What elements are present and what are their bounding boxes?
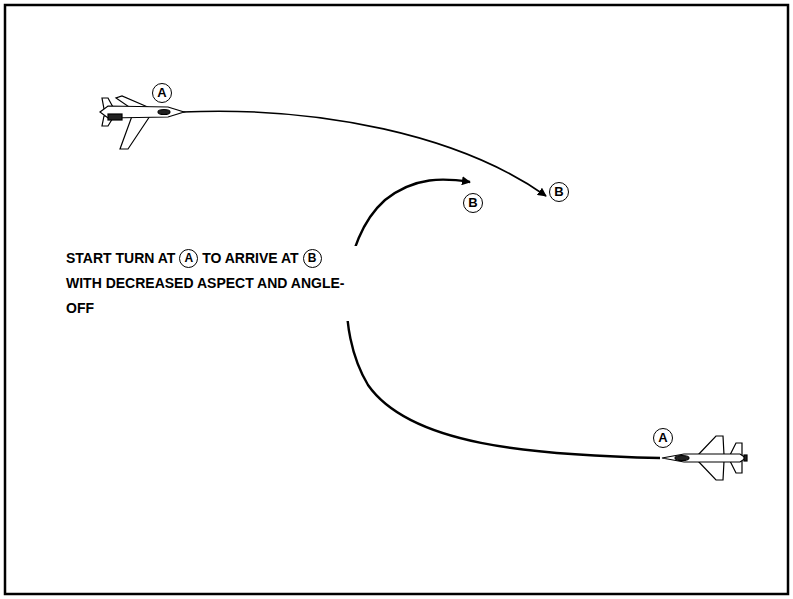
callout-letter: B bbox=[463, 193, 483, 213]
callout-letter: A bbox=[152, 83, 172, 103]
callout-letter: A bbox=[653, 428, 673, 448]
note-text: WITH DECREASED ASPECT AND ANGLE-OFF bbox=[66, 275, 344, 316]
callout-letter: B bbox=[549, 182, 569, 202]
instruction-note: START TURN AT A TO ARRIVE AT B WITH DECR… bbox=[66, 246, 360, 321]
inline-callout: B bbox=[303, 249, 322, 268]
fighter-aircraft bbox=[662, 436, 747, 480]
note-text: TO ARRIVE AT bbox=[202, 250, 298, 266]
bandit-aircraft bbox=[100, 96, 184, 149]
defender-turn-path bbox=[347, 180, 660, 458]
note-text: START TURN AT bbox=[66, 250, 175, 266]
frame bbox=[5, 5, 788, 594]
inline-callout: A bbox=[179, 249, 198, 268]
attacker-path bbox=[182, 111, 546, 196]
